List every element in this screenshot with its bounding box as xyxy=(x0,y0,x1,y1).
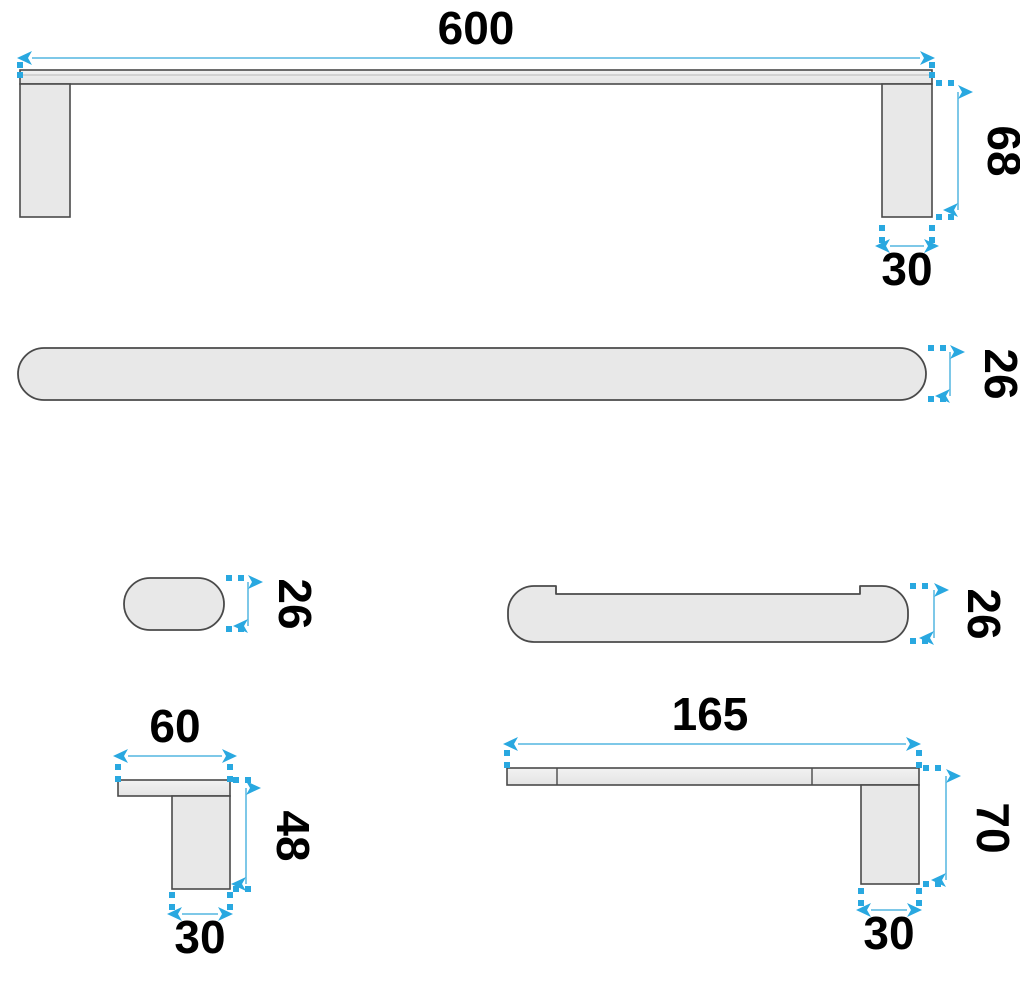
dimension-165: 165 xyxy=(503,688,921,751)
rail-bar-shape xyxy=(17,347,927,401)
extension-ticks-30a xyxy=(879,225,935,243)
end-cap-shape xyxy=(123,577,225,631)
dim-26c-label: 26 xyxy=(958,588,1010,639)
dimension-30-a: 30 xyxy=(875,239,939,295)
extension-ticks-68 xyxy=(936,80,954,220)
right-bracket-leg xyxy=(881,83,933,218)
extension-ticks-26c xyxy=(910,583,928,644)
dim-30c-label: 30 xyxy=(863,907,914,959)
dim-30b-label: 30 xyxy=(174,911,225,963)
extension-ticks-26b xyxy=(226,575,244,632)
dim-165-label: 165 xyxy=(672,688,749,740)
dim-30a-label: 30 xyxy=(881,243,932,295)
dim-70-label: 70 xyxy=(967,802,1019,853)
rail-profile-shape xyxy=(507,585,909,643)
bracket-large-leg xyxy=(860,784,920,885)
bracket-large-top-plate xyxy=(506,767,920,786)
dim-48-label: 48 xyxy=(267,810,319,861)
dimension-60: 60 xyxy=(113,700,237,763)
extension-ticks-600 xyxy=(17,62,935,78)
left-bracket-leg xyxy=(19,83,71,218)
dim-26b-label: 26 xyxy=(269,578,321,629)
dimension-600: 600 xyxy=(17,2,935,65)
extension-ticks-165 xyxy=(504,750,922,768)
view-rail-plan: 26 xyxy=(17,345,1020,403)
dimension-70: 70 xyxy=(931,769,1019,887)
dimension-26-a: 26 xyxy=(935,345,1020,403)
dimension-26-b: 26 xyxy=(233,575,321,633)
extension-ticks-26a xyxy=(928,345,946,402)
dimension-30-c: 30 xyxy=(856,903,922,959)
view-rail-profile: 26 xyxy=(507,583,1010,645)
dimension-48: 48 xyxy=(231,781,319,891)
bracket-small-leg xyxy=(171,795,231,890)
view-bracket-small: 60 48 30 xyxy=(113,700,319,963)
extension-ticks-30b xyxy=(169,892,233,910)
dim-68-label: 68 xyxy=(978,125,1020,176)
dim-26a-label: 26 xyxy=(975,348,1020,399)
extension-ticks-30c xyxy=(858,888,922,906)
view-end-cap: 26 xyxy=(123,575,321,633)
extension-ticks-70 xyxy=(923,765,941,887)
bracket-small-top-plate xyxy=(117,779,231,797)
view-front-elevation: 600 68 xyxy=(17,2,1020,295)
rail-top-plate xyxy=(19,69,933,85)
extension-ticks-48 xyxy=(233,777,251,892)
dimension-68: 68 xyxy=(943,85,1020,217)
extension-ticks-60 xyxy=(115,764,233,782)
dim-600-label: 600 xyxy=(438,2,515,54)
dim-60-label: 60 xyxy=(149,700,200,752)
view-bracket-large: 165 70 30 xyxy=(503,688,1019,959)
dimension-30-b: 30 xyxy=(167,907,233,963)
dimension-26-c: 26 xyxy=(919,583,1010,645)
